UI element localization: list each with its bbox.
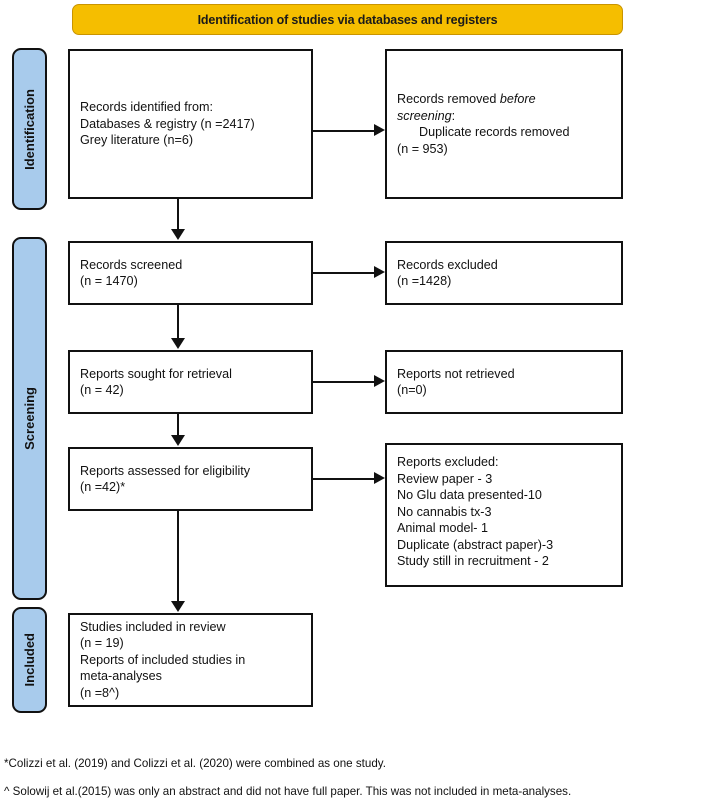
stage-tab-screening-label: Screening <box>22 387 37 450</box>
stage-tab-screening: Screening <box>12 237 47 600</box>
box-records-removed-line-3: Duplicate records removed <box>419 125 570 139</box>
box-records-excluded: Records excluded (n =1428) <box>385 241 623 305</box>
arrowhead-right-icon-1 <box>374 124 385 136</box>
box-reports-assessed-line-1: Reports assessed for eligibility <box>80 463 251 478</box>
arrowhead-right-icon-3 <box>374 375 385 387</box>
box-records-removed-line-2: screening: <box>397 108 611 125</box>
box-reports-excluded-line-1: Reports excluded: <box>397 455 499 469</box>
box-records-removed-line-4: (n = 953) <box>397 141 448 156</box>
box-records-excluded-line-2: (n =1428) <box>397 274 452 288</box>
connector-sought-to-assessed <box>177 414 179 436</box>
box-reports-sought-line-1: Reports sought for retrieval <box>80 366 232 381</box>
arrowhead-down-icon-3 <box>171 435 185 446</box>
box-reports-excluded-list: Reports excluded: Review paper - 3 No Gl… <box>385 443 623 587</box>
box-records-identified-line-2: Databases & registry (n =2417) <box>80 116 255 131</box>
box-reports-not-retrieved: Reports not retrieved (n=0) <box>385 350 623 414</box>
box-reports-excluded-line-7: Study still in recruitment - 2 <box>397 554 549 568</box>
footnote-caret: ^ Solowij et al.(2015) was only an abstr… <box>4 785 572 798</box>
footnote-asterisk: *Colizzi et al. (2019) and Colizzi et al… <box>4 757 386 770</box>
connector-identified-to-screened <box>177 199 179 230</box>
box-records-removed-line-2-italic: screening <box>397 108 452 123</box>
connector-assessed-to-reports-excluded <box>313 478 376 480</box>
connector-screened-to-sought <box>177 305 179 339</box>
stage-tab-included: Included <box>12 607 47 713</box>
box-records-screened: Records screened (n = 1470) <box>68 241 313 305</box>
box-reports-excluded-line-4: No cannabis tx-3 <box>397 504 492 519</box>
diagram-header-title: Identification of studies via databases … <box>197 12 498 27</box>
arrowhead-down-icon-2 <box>171 338 185 349</box>
box-studies-included-line-2: (n = 19) <box>80 636 124 651</box>
arrowhead-down-icon-4 <box>171 601 185 612</box>
connector-screened-to-excluded <box>313 272 376 274</box>
box-studies-included-line-4: meta-analyses <box>80 669 162 684</box>
box-reports-excluded-line-5: Animal model- 1 <box>397 521 488 535</box>
stage-tab-identification-label: Identification <box>22 88 37 170</box>
box-records-excluded-line-1: Records excluded <box>397 257 498 272</box>
box-records-removed-line-1-plain: Records removed <box>397 92 500 106</box>
box-records-identified: Records identified from: Databases & reg… <box>68 49 313 199</box>
box-reports-assessed-line-2: (n =42)* <box>80 480 126 494</box>
box-reports-not-retrieved-line-2: (n=0) <box>397 383 427 397</box>
box-records-removed-line-2-plain: : <box>451 108 456 123</box>
box-records-removed-line-1-italic: before <box>499 92 536 106</box>
box-records-screened-line-1: Records screened <box>80 257 183 272</box>
box-records-identified-line-3: Grey literature (n=6) <box>80 133 194 148</box>
box-reports-assessed: Reports assessed for eligibility (n =42)… <box>68 447 313 511</box>
box-reports-not-retrieved-line-1: Reports not retrieved <box>397 366 515 381</box>
box-reports-sought: Reports sought for retrieval (n = 42) <box>68 350 313 414</box>
box-reports-excluded-line-3: No Glu data presented-10 <box>397 488 542 502</box>
box-reports-excluded-line-2: Review paper - 3 <box>397 471 493 486</box>
box-records-screened-line-2: (n = 1470) <box>80 274 138 288</box>
connector-sought-to-not-retrieved <box>313 381 376 383</box>
connector-identified-to-removed <box>313 130 376 132</box>
box-reports-excluded-line-6: Duplicate (abstract paper)-3 <box>397 537 554 552</box>
connector-assessed-to-included <box>177 511 179 602</box>
box-studies-included: Studies included in review (n = 19) Repo… <box>68 613 313 707</box>
stage-tab-included-label: Included <box>22 633 37 687</box>
box-records-identified-line-1: Records identified from: <box>80 100 213 115</box>
stage-tab-identification: Identification <box>12 48 47 210</box>
arrowhead-right-icon-2 <box>374 266 385 278</box>
box-studies-included-line-5: (n =8^) <box>80 685 120 700</box>
box-records-removed-line-1: Records removed before <box>397 91 611 108</box>
arrowhead-right-icon-4 <box>374 472 385 484</box>
box-reports-sought-line-2: (n = 42) <box>80 383 124 397</box>
arrowhead-down-icon-1 <box>171 229 185 240</box>
box-studies-included-line-1: Studies included in review <box>80 619 226 634</box>
diagram-header-banner: Identification of studies via databases … <box>72 4 623 35</box>
box-records-removed: Records removed before screening: Duplic… <box>385 49 623 199</box>
box-studies-included-line-3: Reports of included studies in <box>80 652 246 667</box>
